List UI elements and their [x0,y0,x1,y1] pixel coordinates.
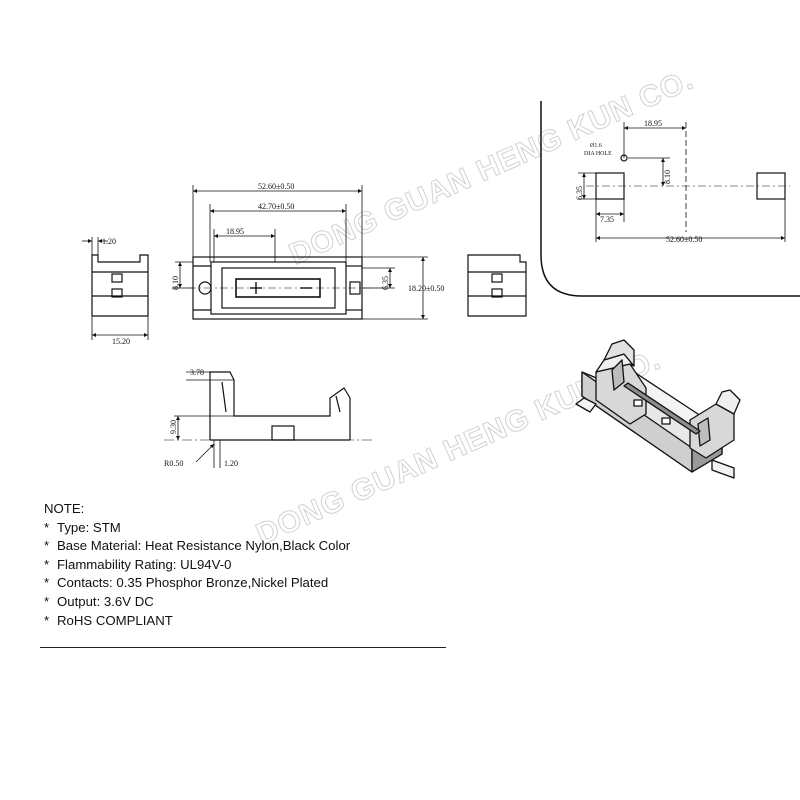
isometric-holder-view [575,339,741,479]
dim-overall-width: 18.20±0.50 [408,284,444,293]
dim-front-height-mid: 9.30 [169,420,178,434]
dim-inner-length: 42.70±0.50 [258,202,294,211]
note-item: * Output: 3.6V DC [44,593,350,612]
note-type: Type: STM [57,519,121,535]
dim-front-foot: 1.20 [224,459,238,468]
note-output: Output: 3.6V DC [57,593,154,609]
right-side-view [467,254,527,317]
watermark-text-top: DONG GUAN HENG KUN CO. [284,63,698,272]
note-bullet: * [44,519,50,535]
notes-section: NOTE: * Type: STM * Base Material: Heat Re… [44,500,350,630]
bottom-rule [40,647,446,648]
note-bullet: * [44,556,50,572]
left-side-view [82,237,149,340]
front-view [164,371,374,468]
top-view [172,185,428,320]
dim-tab-width: 1.20 [102,237,116,246]
note-item: * Base Material: Heat Resistance Nylon,Bl… [44,537,350,556]
note-flammability: Flammability Rating: UL94V-0 [57,556,232,572]
pcb-dim-offset-y: 8.10 [663,170,672,184]
pcb-dim-pitch: 52.60±0.50 [666,235,702,244]
pcb-hole-label: Ø1.6 [590,143,602,149]
notes-title: NOTE: [44,501,85,516]
dim-overall-length: 52.60±0.50 [258,182,294,191]
pcb-dim-offset-x: 18.95 [644,119,662,128]
dim-front-height-top: 3.78 [190,368,204,377]
note-base-material: Base Material: Heat Resistance Nylon,Bla… [57,538,351,554]
note-bullet: * [44,538,50,554]
note-bullet: * [44,612,50,628]
dim-height-left: 8.10 [171,276,180,290]
note-item: * Flammability Rating: UL94V-0 [44,556,350,575]
note-contacts: Contacts: 0.35 Phosphor Bronze,Nickel Pl… [57,575,329,591]
note-rohs: RoHS COMPLIANT [57,612,173,628]
pcb-hole-label-2: DIA HOLE [584,151,612,157]
note-bullet: * [44,575,50,591]
note-item: * RoHS COMPLIANT [44,612,350,631]
dim-front-radius: R0.50 [164,459,183,468]
dim-base-width: 15.20 [112,337,130,346]
note-item: * Type: STM [44,519,350,538]
note-item: * Contacts: 0.35 Phosphor Bronze,Nickel P… [44,574,350,593]
dim-height-right: 6.35 [381,276,390,290]
pcb-dim-pad-width: 7.35 [600,215,614,224]
pcb-dim-pad-height: 6.35 [575,186,584,200]
dim-offset: 18.95 [226,227,244,236]
note-bullet: * [44,593,50,609]
pcb-layout-panel [540,101,800,297]
